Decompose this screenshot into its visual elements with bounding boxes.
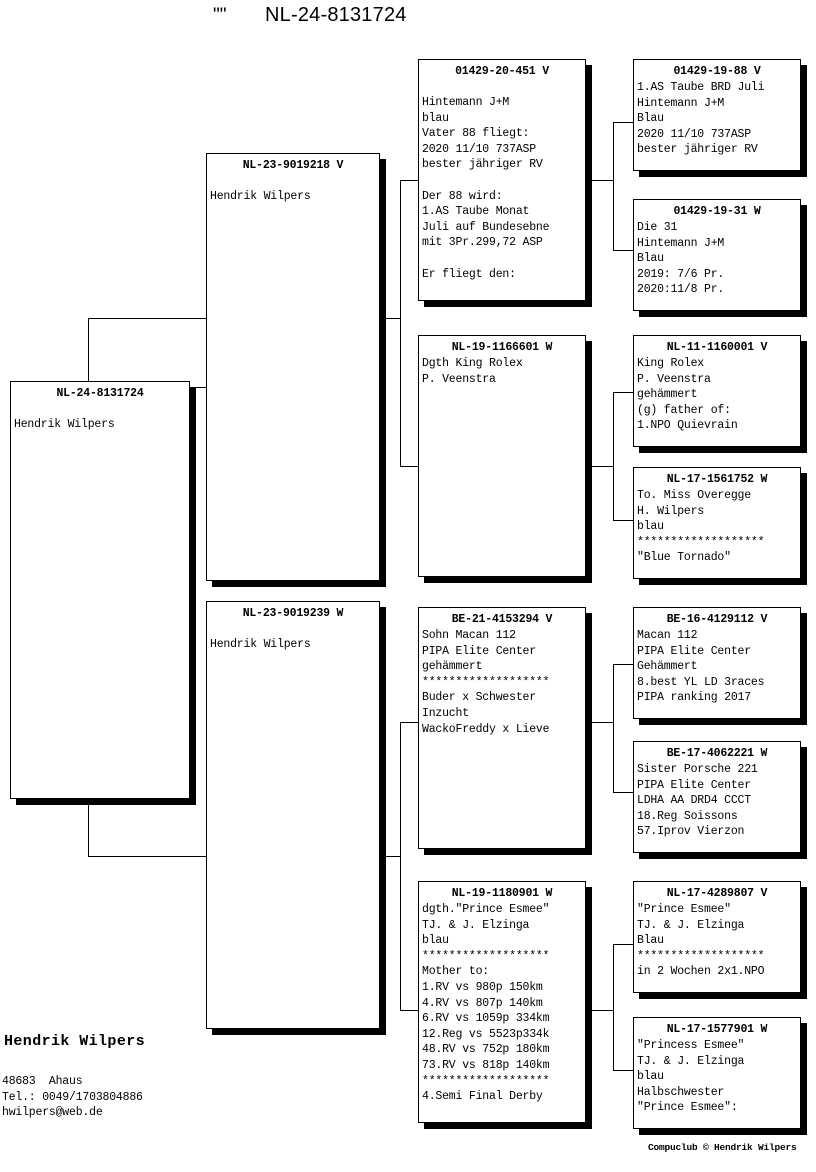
box-header: 01429-19-88 V [673,65,761,78]
box-header: 01429-20-451 V [455,65,549,78]
box-header: BE-17-4062221 W [666,747,768,760]
box-header: NL-23-9019218 V [242,159,344,172]
pedigree-box-gen4-1[interactable]: 01429-19-88 V 1.AS Taube BRD Juli Hintem… [633,59,801,171]
connector-gen4-2 [613,250,633,251]
box-body: To. Miss Overegge H. Wilpers blau ******… [637,489,765,565]
connector-gen3b-spine [613,392,614,520]
connector-gen4-5 [613,664,633,665]
box-body: Hendrik Wilpers [14,418,115,431]
pedigree-box-gen3-4[interactable]: NL-19-1180901 W dgth."Prince Esmee" TJ. … [418,881,586,1123]
pedigree-box-subject[interactable]: NL-24-8131724 Hendrik Wilpers [10,381,190,799]
box-header: NL-19-1180901 W [451,887,553,900]
box-header: BE-16-4129112 V [666,613,768,626]
box-body: Macan 112 PIPA Elite Center Gehämmert 8.… [637,629,765,705]
box-body: dgth."Prince Esmee" TJ. & J. Elzinga bla… [422,903,550,1104]
pedigree-box-gen3-1[interactable]: 01429-20-451 V Hintemann J+M blau Vater … [418,59,586,301]
connector-gen3-3 [400,722,418,723]
connector-gen3c-spine [613,664,614,792]
connector-gen2m-spine [400,722,401,1010]
box-header: NL-17-4289807 V [666,887,768,900]
pedigree-box-gen4-4[interactable]: NL-17-1561752 W To. Miss Overegge H. Wil… [633,467,801,579]
pedigree-box-gen3-3[interactable]: BE-21-4153294 V Sohn Macan 112 PIPA Elit… [418,607,586,849]
box-body: King Rolex P. Veenstra gehämmert (g) fat… [637,357,738,433]
connector-gen4-7 [613,944,633,945]
connector-gen3b-stub [590,466,614,467]
box-body: Hendrik Wilpers [210,638,311,651]
pedigree-box-gen4-7[interactable]: NL-17-4289807 V "Prince Esmee" TJ. & J. … [633,881,801,993]
connector-gen4-6 [613,792,633,793]
box-header: BE-21-4153294 V [451,613,553,626]
owner-contact: 48683 Ahaus Tel.: 0049/1703804886 hwilpe… [2,1075,143,1120]
connector-gen3a-spine [613,122,614,250]
pedigree-box-gen4-6[interactable]: BE-17-4062221 W Sister Porsche 221 PIPA … [633,741,801,853]
pigeon-name-quotes: "" [213,5,227,26]
software-credit: Compuclub © Hendrik Wilpers [648,1142,797,1153]
connector-gen3d-spine [613,944,614,1070]
box-body: 1.AS Taube BRD Juli Hintemann J+M Blau 2… [637,81,765,157]
box-body: Sohn Macan 112 PIPA Elite Center gehämme… [422,629,550,736]
pedigree-box-gen4-2[interactable]: 01429-19-31 W Die 31 Hintemann J+M Blau … [633,199,801,311]
box-header: NL-11-1160001 V [666,341,768,354]
box-body: Dgth King Rolex P. Veenstra [422,357,523,386]
box-body: "Prince Esmee" TJ. & J. Elzinga Blau ***… [637,903,765,979]
box-body: Hendrik Wilpers [210,190,311,203]
connector-gen3-4 [400,1010,418,1011]
box-header: NL-17-1577901 W [666,1023,768,1036]
box-header: NL-19-1166601 W [451,341,553,354]
pedigree-box-gen4-3[interactable]: NL-11-1160001 V King Rolex P. Veenstra g… [633,335,801,447]
connector-gen4-3 [613,392,633,393]
connector-gen2m-stub [376,856,401,857]
connector-gen2-mother [88,856,206,857]
pedigree-box-gen2-mother[interactable]: NL-23-9019239 W Hendrik Wilpers [206,601,380,1029]
connector-gen3c-stub [590,722,614,723]
connector-gen3a-stub [590,180,614,181]
box-header: NL-24-8131724 [56,387,144,400]
page-title: "" NL-24-8131724 [0,2,816,36]
connector-gen3d-stub [590,1010,614,1011]
pigeon-ring-number: NL-24-8131724 [265,4,407,26]
connector-gen4-4 [613,520,633,521]
connector-gen3-1 [400,180,418,181]
connector-gen3-2 [400,466,418,467]
connector-gen2-father [88,318,206,319]
box-body: Sister Porsche 221 PIPA Elite Center LDH… [637,763,758,839]
pedigree-box-gen3-2[interactable]: NL-19-1166601 W Dgth King Rolex P. Veens… [418,335,586,577]
connector-gen4-8 [613,1070,633,1071]
pedigree-box-gen2-father[interactable]: NL-23-9019218 V Hendrik Wilpers [206,153,380,581]
box-body: "Princess Esmee" TJ. & J. Elzinga blau H… [637,1039,745,1115]
pedigree-box-gen4-5[interactable]: BE-16-4129112 V Macan 112 PIPA Elite Cen… [633,607,801,719]
box-body: Hintemann J+M blau Vater 88 fliegt: 2020… [422,96,550,281]
box-header: NL-23-9019239 W [242,607,344,620]
connector-gen2f-stub [376,318,401,319]
connector-gen4-1 [613,122,633,123]
connector-gen2f-spine [400,180,401,466]
box-header: NL-17-1561752 W [666,473,768,486]
box-body: Die 31 Hintemann J+M Blau 2019: 7/6 Pr. … [637,221,725,297]
box-header: 01429-19-31 W [673,205,761,218]
owner-name: Hendrik Wilpers [4,1033,146,1050]
pedigree-box-gen4-8[interactable]: NL-17-1577901 W "Princess Esmee" TJ. & J… [633,1017,801,1129]
